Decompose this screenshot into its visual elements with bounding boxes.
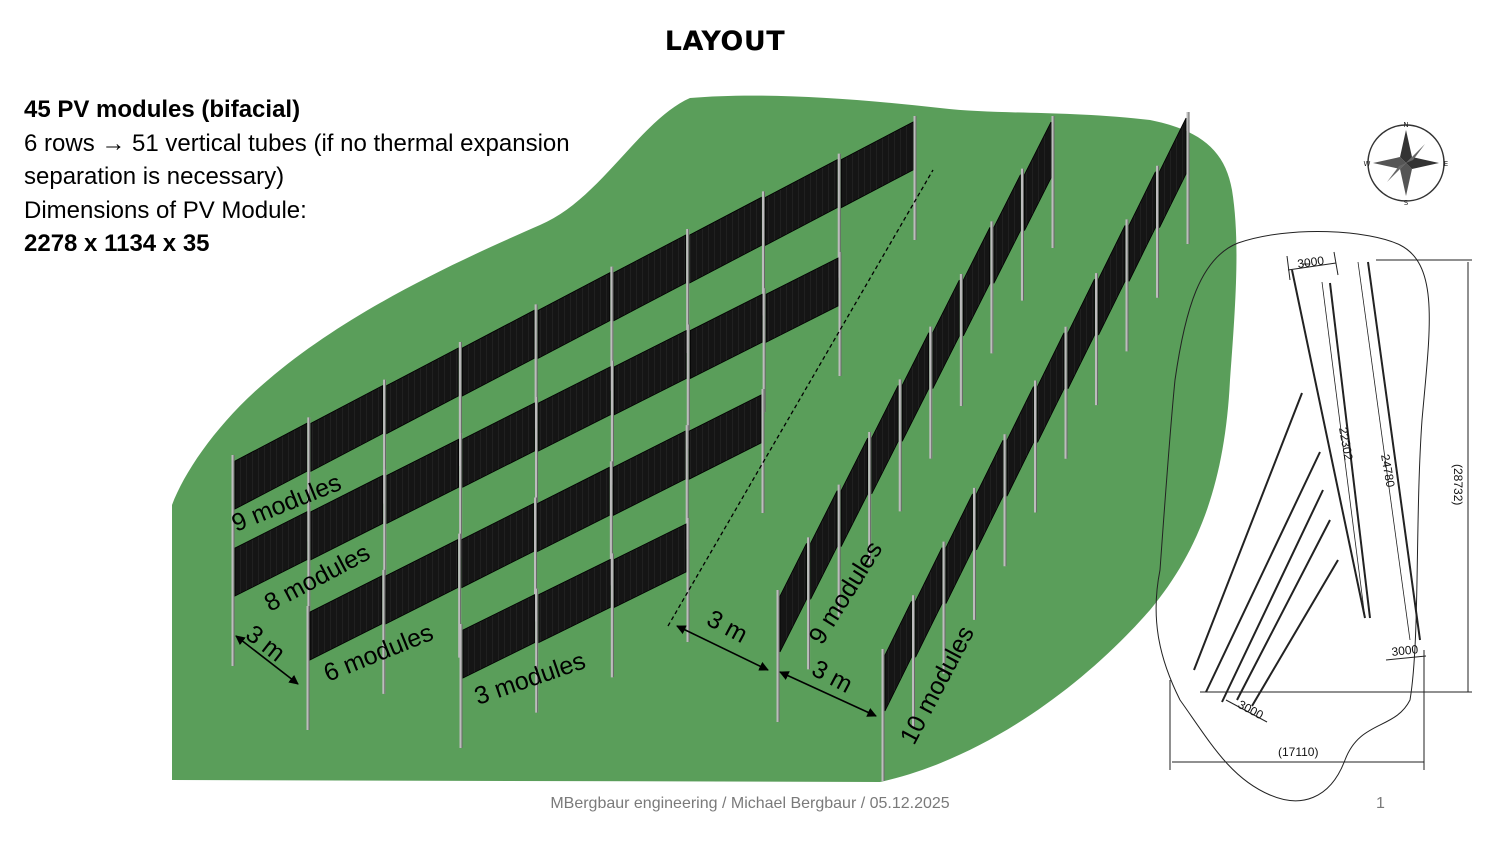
compass-s: S [1404, 199, 1409, 207]
pv-module [385, 539, 459, 625]
pv-module [462, 402, 535, 488]
pv-module [613, 234, 687, 322]
pv-row-3 [306, 389, 765, 730]
pv-module [901, 332, 930, 442]
module-info: 45 PV modules (bifacial) 6 rows → 51 ver… [24, 93, 570, 261]
pv-module [537, 466, 610, 553]
pv-module [1128, 171, 1156, 282]
pv-module [1024, 121, 1052, 231]
pv-rows [231, 112, 1190, 781]
pv-module [779, 543, 807, 653]
plan-boundary [1155, 230, 1430, 802]
dimensions-label: Dimensions of PV Module: [24, 196, 307, 224]
dim-28732: (28732) [1451, 464, 1465, 505]
dashed-guide-line [667, 169, 934, 627]
pv-module [810, 490, 838, 600]
pv-module [1037, 332, 1065, 443]
page-title: LAYOUT [664, 26, 786, 57]
compass-w: W [1364, 160, 1371, 168]
pv-module [1159, 117, 1187, 228]
pv-module [462, 594, 536, 679]
pv-module [765, 257, 839, 343]
pv-module [310, 474, 384, 561]
dimensions-value: 2278 x 1134 x 35 [24, 230, 210, 257]
pv-module [538, 558, 611, 644]
pv-module [871, 385, 899, 495]
pv-row-2 [231, 252, 842, 666]
pv-module [612, 430, 686, 516]
pv-module [1006, 386, 1034, 497]
pv-module [840, 437, 869, 547]
pv-module [538, 366, 611, 452]
dim-24780: 24780 [1378, 453, 1398, 489]
pv-module [689, 196, 762, 284]
pv-row-6 [881, 112, 1190, 781]
dim-arrow-2 [676, 625, 769, 671]
pv-module [234, 511, 308, 597]
pv-module [461, 309, 535, 397]
pv-module [962, 227, 991, 337]
pv-module [945, 493, 973, 604]
pv-module [310, 385, 383, 472]
pv-module [461, 502, 534, 589]
dim-22302: 22302 [1336, 426, 1356, 462]
module-count: 45 PV modules (bifacial) [24, 96, 301, 123]
page-number: 1 [1376, 795, 1385, 812]
pv-module [993, 174, 1021, 284]
pv-module [1067, 278, 1095, 389]
compass-e: E [1444, 160, 1448, 168]
dim-arrow-3 [779, 671, 877, 717]
dim-3000-right: 3000 [1391, 642, 1419, 659]
footer-text: MBergbaur engineering / Michael Bergbaur… [550, 795, 950, 812]
rows-info: 6 rows → 51 vertical tubes (if no therma… [24, 129, 570, 157]
pv-module [386, 347, 459, 435]
pv-row-1 [231, 116, 917, 579]
dim-3000-top: 3000 [1296, 253, 1325, 271]
pv-module [234, 422, 308, 510]
pv-module [840, 121, 914, 209]
pv-module [613, 523, 687, 608]
pv-module [689, 293, 763, 380]
pv-module [688, 394, 762, 480]
rows-info-cont: separation is necessary) [24, 163, 285, 190]
pv-module [884, 601, 912, 712]
pv-module [765, 159, 838, 246]
pv-module [309, 575, 383, 661]
pv-module [386, 438, 460, 525]
pv-module [1098, 225, 1126, 336]
pv-module [613, 329, 687, 416]
pv-module [932, 279, 960, 389]
pv-row-5 [776, 116, 1055, 722]
dim-17110: (17110) [1278, 745, 1318, 759]
pv-row-4 [459, 518, 690, 748]
compass-n: N [1403, 121, 1408, 129]
dim-arrow-1 [235, 635, 299, 685]
pv-module [976, 440, 1004, 551]
pv-module [915, 547, 943, 658]
pv-module [537, 272, 611, 359]
